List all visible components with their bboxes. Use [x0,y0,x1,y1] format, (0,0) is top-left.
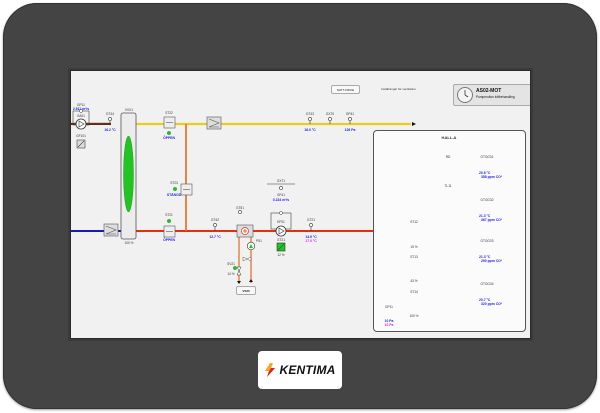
lightning-bolt-icon [265,363,276,377]
unit-title: AS02-MOT [476,88,502,94]
hall-gp11-setpoint: 10 Pa [384,323,394,327]
st21-label[interactable]: ST21 [165,213,173,217]
room-sensor-co2: 290 ppm CO² [481,259,502,263]
room-sensor-label[interactable]: GTGG31 [480,155,494,159]
damper-label[interactable]: ST13 [410,255,418,259]
gp41-value: 126 Pa [344,128,356,132]
gt44-value: 16.2 °C [104,128,116,132]
clock-icon [457,87,473,103]
tl11-label[interactable]: TL11 [444,184,452,188]
supply-fan-label: SA01 [77,114,85,118]
room-sensor-temp: 20.8 °C [479,171,491,175]
hall-title: HALL-A [441,135,457,140]
gt42-value: 12.7 °C [209,235,221,239]
room-sensor-co2: 367 ppm CO² [481,218,502,222]
vs-button[interactable]: VS20 [236,286,256,295]
damper-value: 43 % [410,279,418,283]
room-sensor-co2: 358 ppm CO² [481,175,502,179]
extract-fan [270,211,292,237]
damper-label[interactable]: ST14 [410,290,418,294]
gf41-value: 0.224 m³/s [272,198,290,202]
damper-value: 100 % [409,314,419,318]
supply-fan [72,109,90,130]
st22-label[interactable]: ST22 [165,111,173,115]
unit-subtitle: Pumpmotion luftbehandling [476,95,515,99]
st21-status: ÖPPEN [163,238,175,242]
room-sensor-label[interactable]: GTGG32 [480,198,494,202]
hall-gp11-value: 10 Pa [384,319,394,323]
st23-label[interactable]: ST23 [170,181,178,185]
gt44-label[interactable]: GT44 [106,112,114,116]
room-sensor-temp: 21.3 °C [479,214,491,218]
room-sensor-label[interactable]: GTGG33 [480,239,494,243]
vvx-label[interactable]: VVX1 [124,108,134,112]
p51-label[interactable]: P51 [256,239,262,243]
room-sensor-temp: 20.7 °C [479,298,491,302]
settings-link[interactable]: Inställningar för ventilation [381,87,416,91]
damper-value: 15 % [410,245,418,249]
room-sensor-label[interactable]: GTGG34 [480,282,494,286]
extract-fan-label[interactable]: EF01 [277,220,285,224]
filters [103,116,222,237]
vvx-value: 100 % [124,241,134,245]
brand-logo: KENTIMA [279,363,336,377]
hall-a-panel [373,130,526,332]
heating-coil [236,224,254,238]
gt42-label[interactable]: GT42 [211,218,219,222]
gx70-label[interactable]: GX70 [325,112,335,116]
room-sensor-temp: 21.3 °C [479,255,491,259]
fan-speed-value: 12 % [277,253,285,257]
fan-speed-label: GT21 [277,238,285,242]
control-valve [236,266,242,272]
gt21-label[interactable]: GT21 [307,218,315,222]
gt43-label[interactable]: GT43 [306,112,314,116]
night-mode-button[interactable]: NATT-FRIKE [331,85,360,94]
gp41-label[interactable]: GP41 [345,112,355,116]
sv21-value: 14 % [227,272,235,276]
st23-status: STÄNGD [166,193,182,197]
gx71-label[interactable]: GX71 [276,179,286,183]
damper-label[interactable]: ST12 [410,220,418,224]
gp11-label: GP11 [77,103,85,107]
hmi-screen: NATT-FRIKE Inställningar för ventilation… [70,70,531,339]
gt43-value: 16.0 °C [304,128,316,132]
heat-recovery-wheel [120,112,137,240]
brand-logo-plate: KENTIMA [258,351,342,389]
room-sensor-co2: 320 ppm CO² [481,302,502,306]
unit-title-box[interactable]: AS02-MOT Pumpmotion luftbehandling [453,84,530,106]
rd-label[interactable]: RD [445,155,451,159]
sv21-label[interactable]: SV21 [227,262,235,266]
gp11-value: 2.611 m³/s [72,107,90,111]
gt21-value: 14.9 °C [305,235,317,239]
gt51-label[interactable]: GT51 [236,206,244,210]
gt21-setpoint: 17.0 °C [305,239,317,243]
fan-control-label: GF101 [76,134,86,138]
st22-status: ÖPPEN [163,136,175,140]
gf41-label[interactable]: GF41 [277,193,285,197]
hall-gp11-label[interactable]: GP11 [385,305,393,309]
